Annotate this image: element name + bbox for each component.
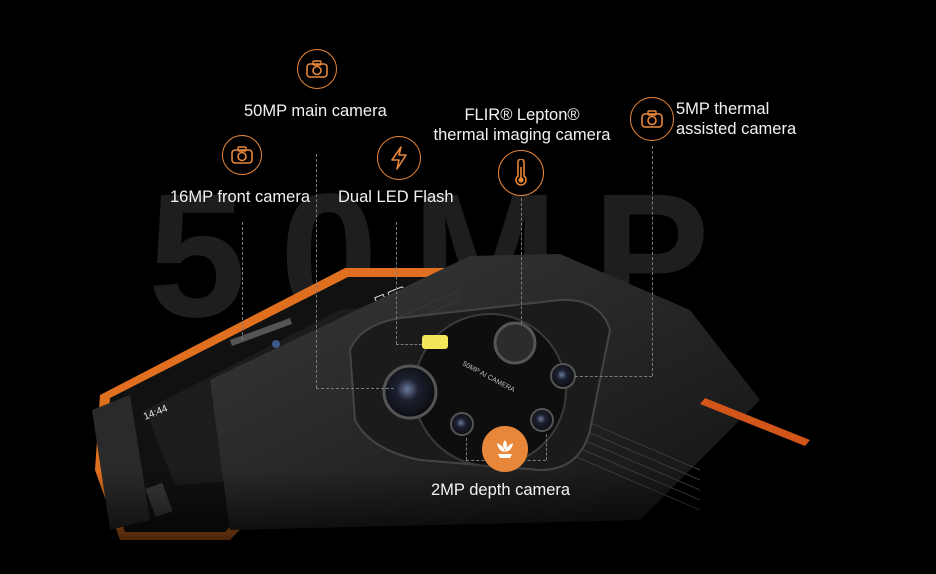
label-thermal-line2: thermal imaging camera bbox=[433, 126, 611, 144]
label-depth-camera: 2MP depth camera bbox=[431, 481, 571, 499]
leader-flash-h bbox=[396, 344, 422, 345]
main-camera-lens bbox=[382, 364, 438, 420]
thermometer-icon bbox=[498, 150, 544, 196]
label-thermal-imaging: FLIR® Lepton® thermal imaging camera bbox=[427, 105, 617, 145]
leader-thermal bbox=[521, 198, 522, 324]
label-thermal-assisted-line1: 5MP thermal bbox=[676, 100, 770, 118]
label-thermal-line1: FLIR® Lepton® bbox=[464, 106, 580, 124]
leader-depth-l bbox=[466, 438, 467, 460]
camera-icon bbox=[297, 49, 337, 89]
label-thermal-assisted: 5MP thermal assisted camera bbox=[676, 99, 796, 139]
thermal-lens bbox=[493, 321, 537, 365]
depth-lens-right bbox=[530, 408, 554, 432]
leader-front-camera bbox=[242, 222, 243, 340]
label-main-camera: 50MP main camera bbox=[244, 102, 387, 120]
leader-thermal-assisted-h bbox=[575, 376, 652, 377]
flower-icon bbox=[482, 426, 528, 472]
flash-icon bbox=[377, 136, 421, 180]
leader-depth-r bbox=[546, 434, 547, 460]
leader-main-camera bbox=[316, 154, 317, 388]
leader-main-camera-h bbox=[316, 388, 394, 389]
led-flash bbox=[422, 335, 448, 349]
label-flash: Dual LED Flash bbox=[338, 188, 454, 206]
label-thermal-assisted-line2: assisted camera bbox=[676, 120, 797, 138]
label-front-camera: 16MP front camera bbox=[170, 188, 311, 206]
leader-thermal-assisted bbox=[652, 146, 653, 376]
camera-icon bbox=[630, 97, 674, 141]
camera-icon bbox=[222, 135, 262, 175]
depth-lens-left bbox=[450, 412, 474, 436]
front-camera-lens bbox=[272, 340, 280, 348]
leader-flash bbox=[396, 222, 397, 344]
thermal-assisted-lens bbox=[550, 363, 576, 389]
